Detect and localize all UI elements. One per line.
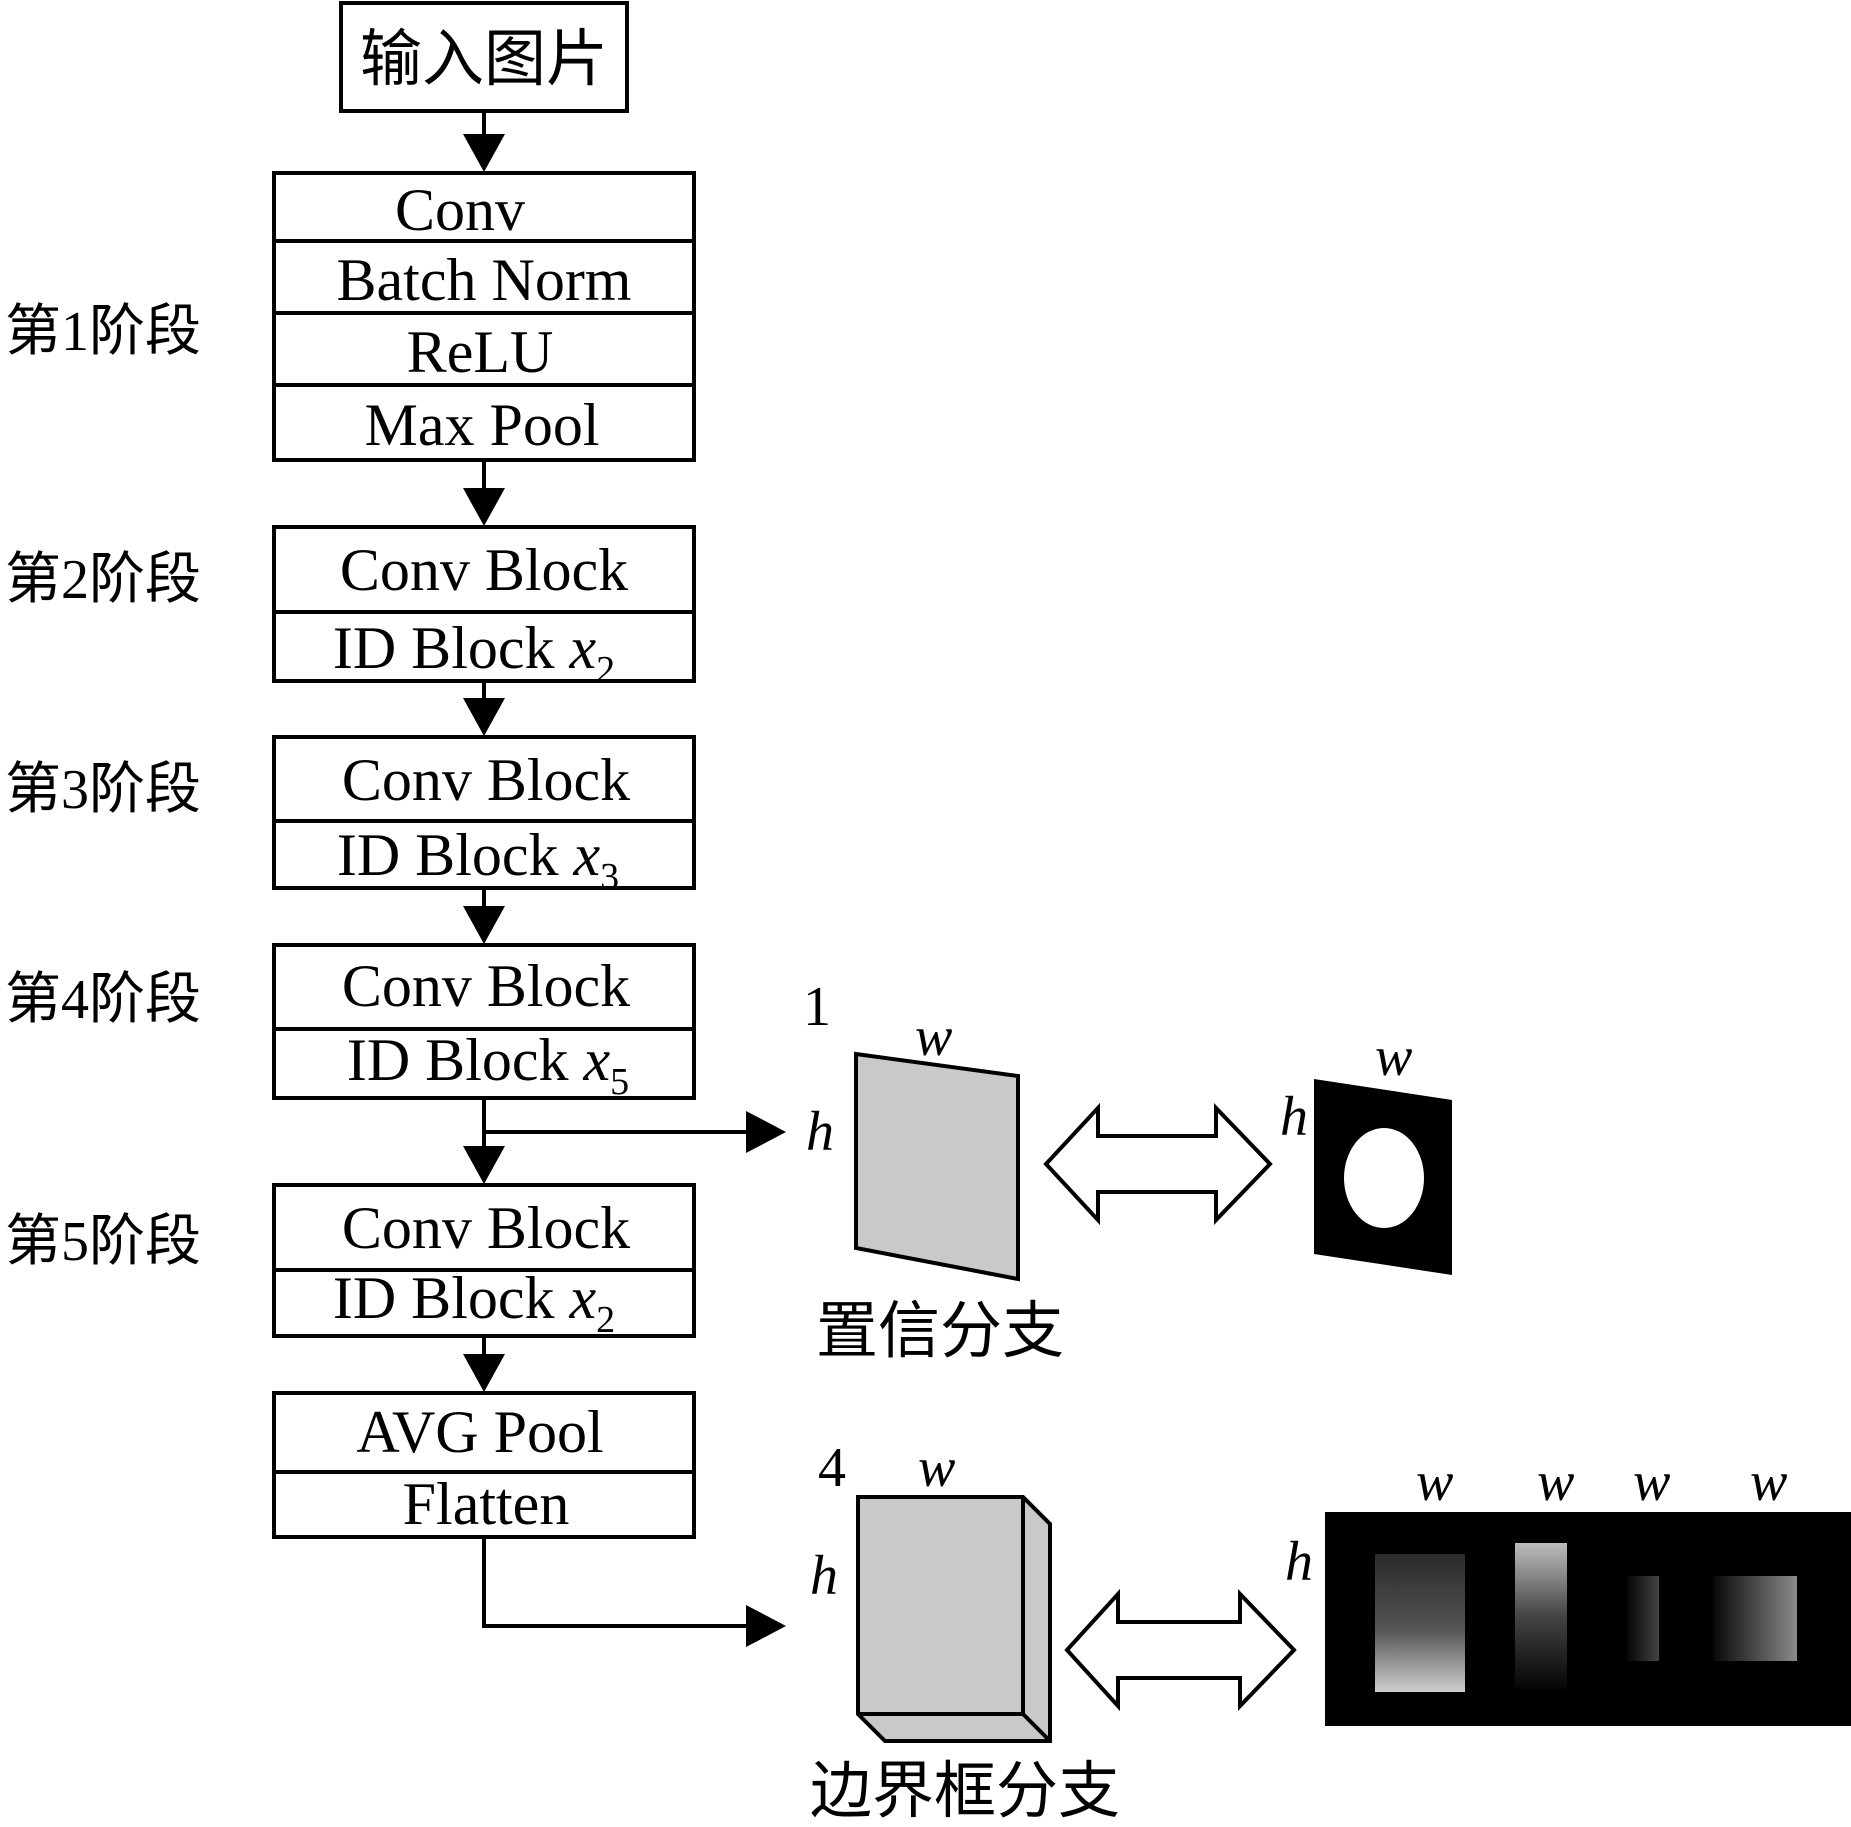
stage2-label: 第2阶段 <box>5 549 201 611</box>
bbox-map-3 <box>1627 1576 1659 1661</box>
mask-h-label: h <box>1280 1086 1308 1148</box>
confidence-branch-label: 置信分支 <box>816 1298 1064 1366</box>
confidence-depth-label: 1 <box>803 976 831 1038</box>
input-image-label: 输入图片 <box>360 26 608 94</box>
stage4-conv-block: Conv Block <box>342 953 630 1019</box>
stage3-frame <box>272 735 696 890</box>
bbox-h-label: h <box>810 1545 838 1607</box>
stage5-block: Conv Block ID Block x2 <box>272 1183 696 1341</box>
stage3-id-block: ID Block x3 <box>337 822 619 898</box>
stage1-layer-relu: ReLU <box>407 319 554 385</box>
stage5-conv-block: Conv Block <box>342 1195 630 1261</box>
head-avgpool: AVG Pool <box>356 1399 603 1465</box>
bbox-depth-label: 4 <box>818 1437 846 1499</box>
mask-w-label: w <box>1375 1026 1412 1088</box>
stage1-block: Conv Batch Norm ReLU Max Pool <box>272 171 696 462</box>
arrow-input-stage1 <box>463 111 505 172</box>
stage1-layer-maxpool: Max Pool <box>364 392 599 458</box>
bbox-map-w-label-1: w <box>1416 1451 1453 1513</box>
arrow-stage1-stage2 <box>463 460 505 526</box>
bbox-feature-cube <box>856 1495 1052 1743</box>
bbox-map-h-label: h <box>1285 1531 1313 1593</box>
stage1-label: 第1阶段 <box>5 301 201 363</box>
bbox-map-2 <box>1515 1543 1567 1689</box>
stage2-conv-block: Conv Block <box>340 537 628 603</box>
head-flatten: Flatten <box>403 1471 570 1537</box>
stage5-id-block: ID Block x2 <box>333 1265 615 1341</box>
confidence-w-label: w <box>915 1006 952 1068</box>
stage2-id-block: ID Block x2 <box>333 615 615 691</box>
confidence-mask <box>1314 1079 1452 1275</box>
bbox-double-arrow <box>1064 1588 1297 1712</box>
stage3-block: Conv Block ID Block x3 <box>272 735 696 898</box>
arrow-to-bbox-branch <box>482 1537 786 1647</box>
stage3-label: 第3阶段 <box>5 759 201 821</box>
bbox-map-w-label-4: w <box>1750 1451 1787 1513</box>
stage4-label: 第4阶段 <box>5 969 201 1031</box>
confidence-double-arrow <box>1043 1102 1273 1226</box>
confidence-h-label: h <box>806 1101 834 1163</box>
bbox-map-4 <box>1713 1576 1797 1661</box>
confidence-feature-map <box>854 1051 1020 1282</box>
stage3-conv-block: Conv Block <box>342 747 630 813</box>
stage1-frame <box>272 171 696 462</box>
stage2-frame <box>272 525 696 683</box>
stage1-layer-conv: Conv <box>395 177 525 243</box>
arrow-stage2-stage3 <box>463 681 505 736</box>
bbox-map-w-label-3: w <box>1633 1451 1670 1513</box>
stage5-label: 第5阶段 <box>5 1211 201 1273</box>
bbox-map-1 <box>1375 1554 1465 1692</box>
arrow-stage3-stage4 <box>463 888 505 944</box>
bbox-w-label: w <box>918 1437 955 1499</box>
bbox-regression-maps <box>1325 1512 1851 1726</box>
arrow-stage5-head <box>463 1336 505 1392</box>
arrow-stage4-stage5 <box>463 1098 505 1184</box>
bbox-map-w-label-2: w <box>1537 1451 1574 1513</box>
stage2-block: Conv Block ID Block x2 <box>272 525 696 691</box>
stage4-block: Conv Block ID Block x5 <box>272 943 696 1103</box>
stage1-layer-batchnorm: Batch Norm <box>337 247 632 313</box>
stage4-id-block: ID Block x5 <box>347 1027 629 1103</box>
bbox-branch-label: 边界框分支 <box>810 1758 1120 1826</box>
head-block: AVG Pool Flatten <box>272 1391 696 1539</box>
head-frame <box>272 1391 696 1539</box>
arrow-to-confidence-branch <box>484 1111 786 1153</box>
input-image-box <box>339 1 629 113</box>
